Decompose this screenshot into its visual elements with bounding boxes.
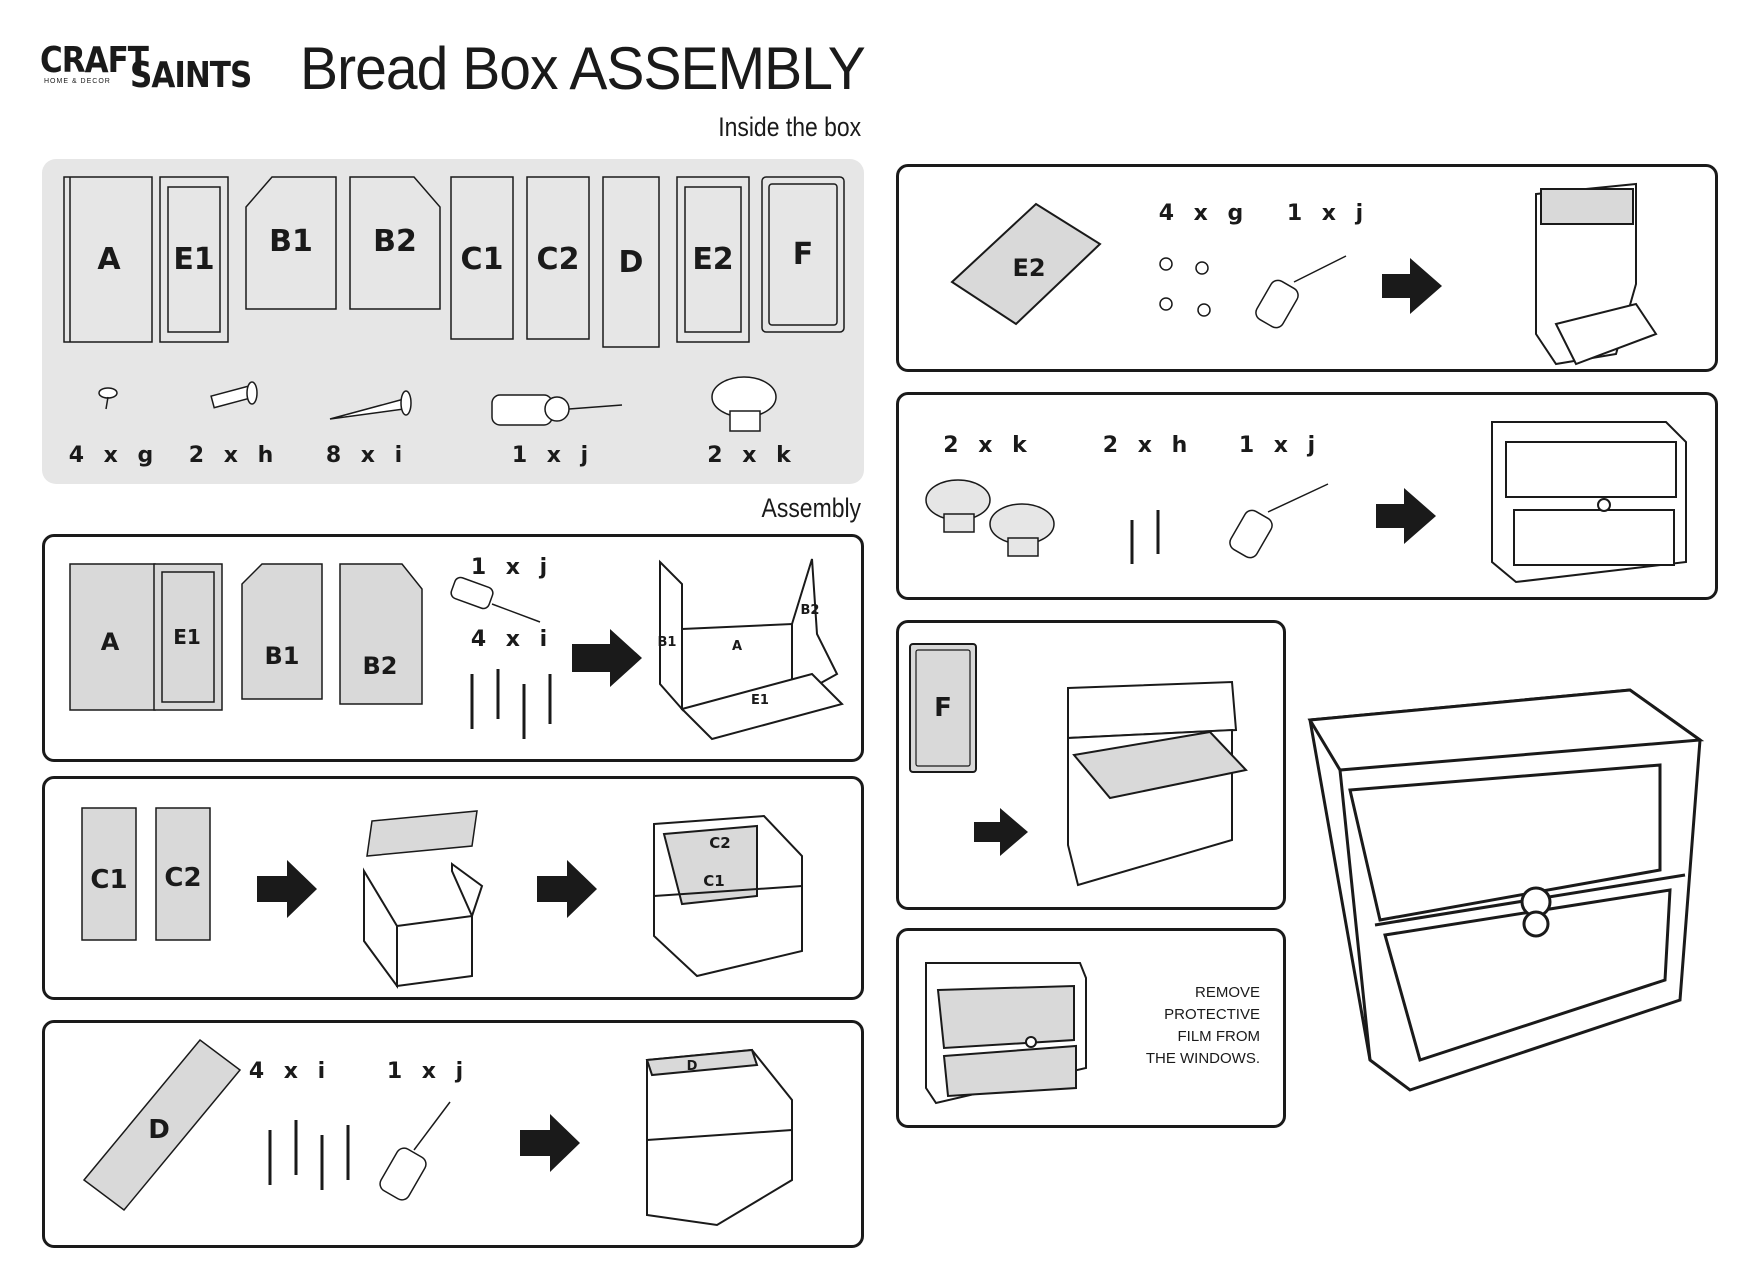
part-c2-shape [526, 176, 590, 340]
part-label: C1 [461, 242, 504, 277]
step-5-qty-1: 2 x k [943, 433, 1032, 458]
hardware-qty: 2 x k [707, 443, 796, 468]
step-5-qty-3: 1 x j [1239, 433, 1321, 458]
part-label: E1 [173, 242, 214, 277]
note-line: REMOVE [1194, 984, 1260, 1001]
note-line: FILM FROM [1177, 1028, 1261, 1045]
step-4-qty-1: 4 x g [1159, 201, 1250, 226]
arrow-right-icon [537, 860, 597, 918]
arrow-right-icon [974, 808, 1028, 856]
part-label: E2 [1012, 254, 1045, 282]
part-label: F [793, 237, 814, 272]
note-line: THE WINDOWS. [1145, 1050, 1260, 1067]
brand-logo: CRAFT SAINTS HOME & DECOR [40, 40, 252, 100]
parts-illustration: A E1 B1 B2 C1 C2 D E2 F 4 x g 2 x h 8 x … [63, 176, 845, 468]
part-e2-shape [950, 202, 1102, 326]
step-2-result [653, 814, 803, 978]
part-label: E1 [173, 625, 201, 649]
section-heading-assembly: Assembly [761, 493, 861, 523]
step-6-result [1067, 680, 1248, 887]
part-label: B2 [363, 652, 398, 680]
result-label: C2 [709, 834, 730, 852]
step-5-illustration: 2 x k 2 x h 1 x j [925, 421, 1687, 584]
knob-k-icon [711, 376, 777, 432]
screws-icon [268, 1120, 350, 1190]
step-4-result [1535, 182, 1658, 366]
screwdriver-j-icon [491, 394, 623, 426]
part-label: A [101, 628, 120, 656]
note-line: PROTECTIVE [1164, 1006, 1260, 1023]
step-3-qty-2: 1 x j [387, 1059, 469, 1084]
screws-g-icon [1159, 257, 1211, 317]
part-a-shape [63, 176, 153, 343]
step-3-illustration: D 4 x i 1 x j D [82, 1038, 793, 1227]
part-label: B1 [269, 224, 313, 259]
part-label: C2 [537, 242, 580, 277]
brand-word-2: SAINTS [130, 55, 252, 97]
part-label: C1 [90, 865, 127, 895]
screwdriver-icon [450, 576, 541, 623]
wood-screw-i-icon [329, 390, 412, 420]
bolts-icon [1130, 510, 1160, 564]
step-1-result [659, 558, 844, 741]
brand-tagline: HOME & DECOR [44, 78, 111, 85]
section-heading-inside: Inside the box [718, 112, 861, 142]
hardware-qty: 1 x j [512, 443, 594, 468]
arrow-right-icon [1376, 488, 1436, 544]
part-label: C2 [164, 863, 201, 893]
step-1-qty-2: 4 x i [471, 627, 553, 652]
screwdriver-icon [1255, 255, 1347, 329]
result-label: D [687, 1059, 698, 1074]
part-d-shape [602, 176, 660, 348]
part-label: B1 [265, 642, 300, 670]
result-label: B2 [801, 603, 820, 618]
screws-icon [470, 669, 552, 739]
step-7-note: REMOVE PROTECTIVE FILM FROM THE WINDOWS. [1100, 982, 1260, 1070]
screw-g-icon [98, 387, 118, 410]
step-4-qty-2: 1 x j [1287, 201, 1369, 226]
step-2-illustration: C1 C2 C2 C1 [81, 807, 803, 990]
step-5-qty-2: 2 x h [1103, 433, 1193, 458]
step-5-result [1491, 421, 1687, 584]
part-label: E2 [692, 242, 733, 277]
part-f-shape [909, 643, 977, 773]
step-7-illustration [925, 962, 1087, 1105]
knobs-icon [925, 479, 1055, 557]
part-label: B2 [373, 224, 417, 259]
step-1-illustration: A E1 B1 B2 1 x j 4 x i B1 A B2 E1 [69, 555, 844, 741]
step-2-middle-shape [363, 862, 484, 990]
part-label: D [148, 1115, 170, 1145]
arrow-right-icon [572, 629, 642, 687]
step-3-result [645, 1048, 793, 1227]
screwdriver-icon [1229, 483, 1329, 559]
part-c1-shape [450, 176, 514, 340]
step-1-qty-1: 1 x j [471, 555, 553, 580]
arrow-right-icon [257, 860, 317, 918]
result-label: E1 [751, 693, 769, 708]
final-bread-box-illustration [1307, 688, 1705, 1092]
screwdriver-icon [379, 1101, 451, 1201]
hardware-qty: 8 x i [326, 443, 408, 468]
part-b2-shape [349, 176, 441, 310]
part-b1-shape [245, 176, 337, 310]
hardware-qty: 4 x g [69, 443, 160, 468]
step-4-illustration: E2 4 x g 1 x j [950, 182, 1658, 366]
step-6-illustration: F [909, 643, 1248, 887]
arrow-right-icon [1382, 258, 1442, 314]
part-label: F [934, 693, 952, 723]
part-label: A [97, 242, 121, 277]
bolt-h-icon [210, 381, 258, 409]
result-label: A [732, 639, 742, 654]
part-label: D [619, 245, 644, 280]
hardware-qty: 2 x h [189, 443, 279, 468]
result-label: B1 [658, 635, 677, 650]
page-title: Bread Box ASSEMBLY [300, 35, 866, 102]
part-d-shape [82, 1038, 242, 1212]
step-3-qty-1: 4 x i [249, 1059, 331, 1084]
result-label: C1 [703, 872, 724, 890]
arrow-right-icon [520, 1114, 580, 1172]
brand-word-1: CRAFT [40, 40, 149, 82]
